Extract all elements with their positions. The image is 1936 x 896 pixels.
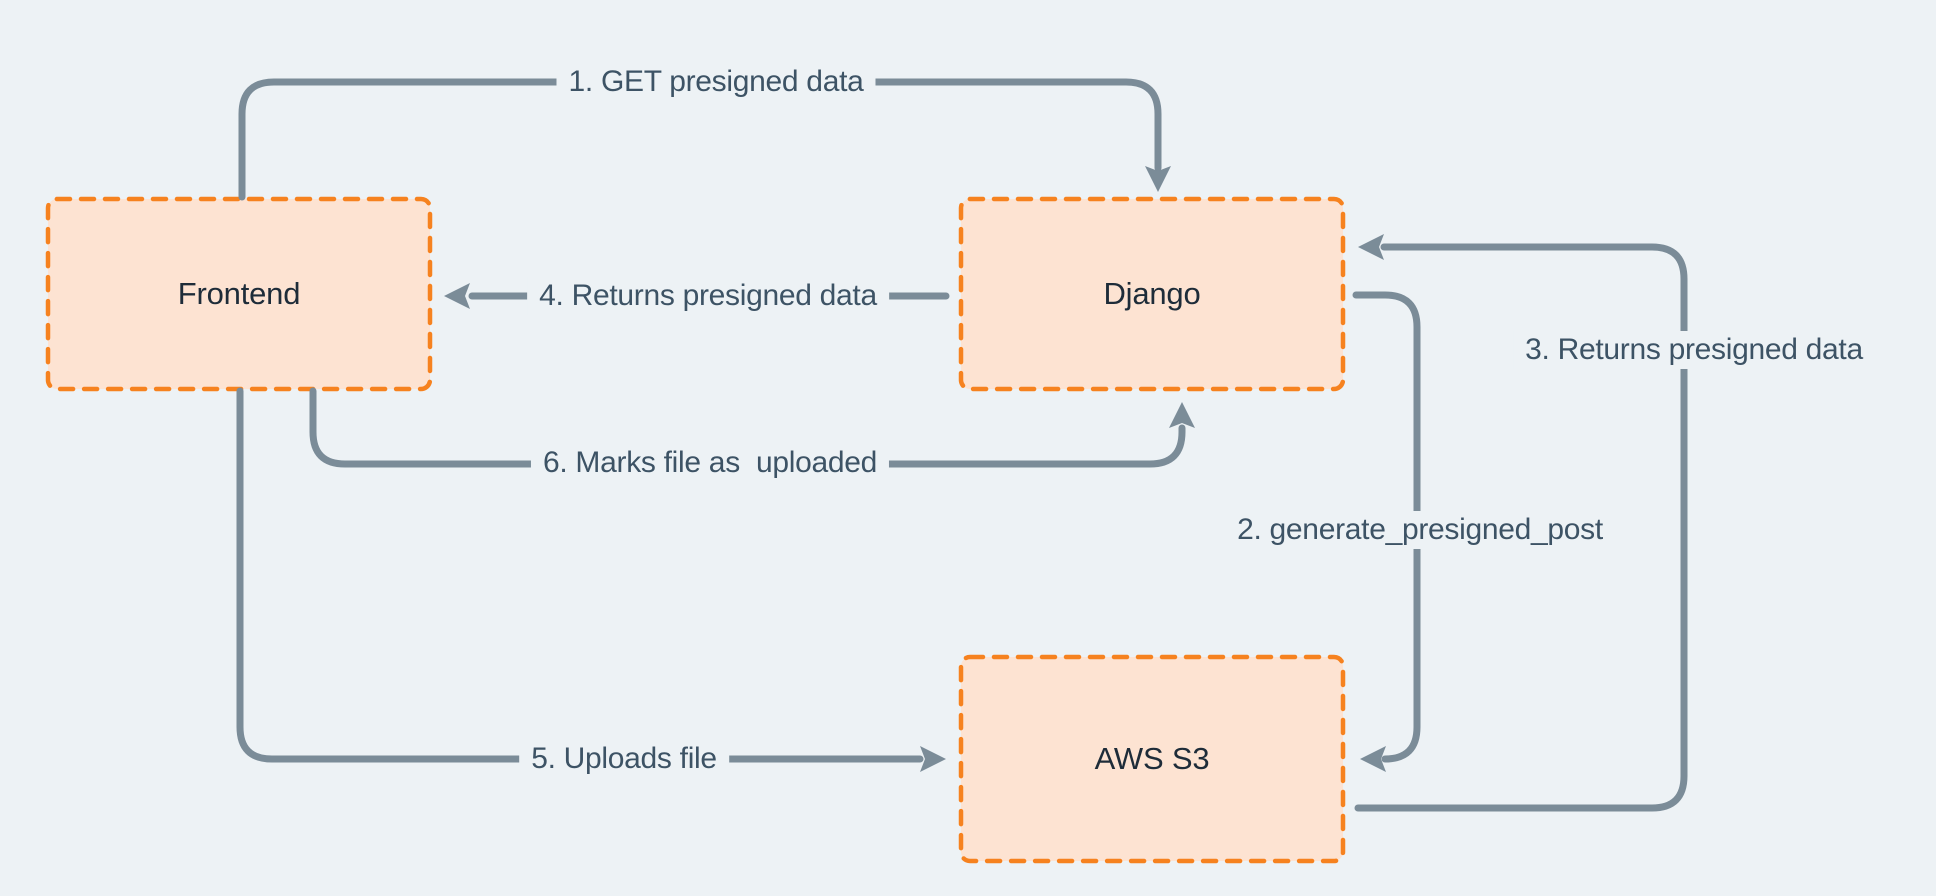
node-aws-s3-box (958, 654, 1346, 864)
edge-4-label: 4. Returns presigned data (527, 277, 889, 315)
edge-6-label: 6. Marks file as uploaded (530, 444, 890, 482)
edge-1-label: 1. GET presigned data (556, 63, 876, 101)
edge-3-label: 3. Returns presigned data (1513, 331, 1875, 369)
edge-2-arrowhead (1360, 746, 1386, 772)
edge-2-line (1352, 291, 1421, 763)
edge-5-arrowhead (920, 746, 946, 772)
edge-3-line (1354, 243, 1688, 812)
edge-5-line (236, 387, 924, 763)
edge-1-arrowhead (1145, 166, 1171, 192)
edge-5-label: 5. Uploads file (519, 740, 729, 778)
node-frontend-label: Frontend (177, 276, 301, 311)
node-django-label: Django (1103, 276, 1201, 311)
edge-4-arrowhead (444, 283, 470, 309)
node-django-box (958, 196, 1346, 392)
edge-2-label: 2. generate_presigned_post (1225, 511, 1615, 549)
edge-6-arrowhead (1169, 402, 1195, 428)
node-aws-s3-label: AWS S3 (1094, 741, 1210, 776)
edge-3-arrowhead (1358, 234, 1384, 260)
